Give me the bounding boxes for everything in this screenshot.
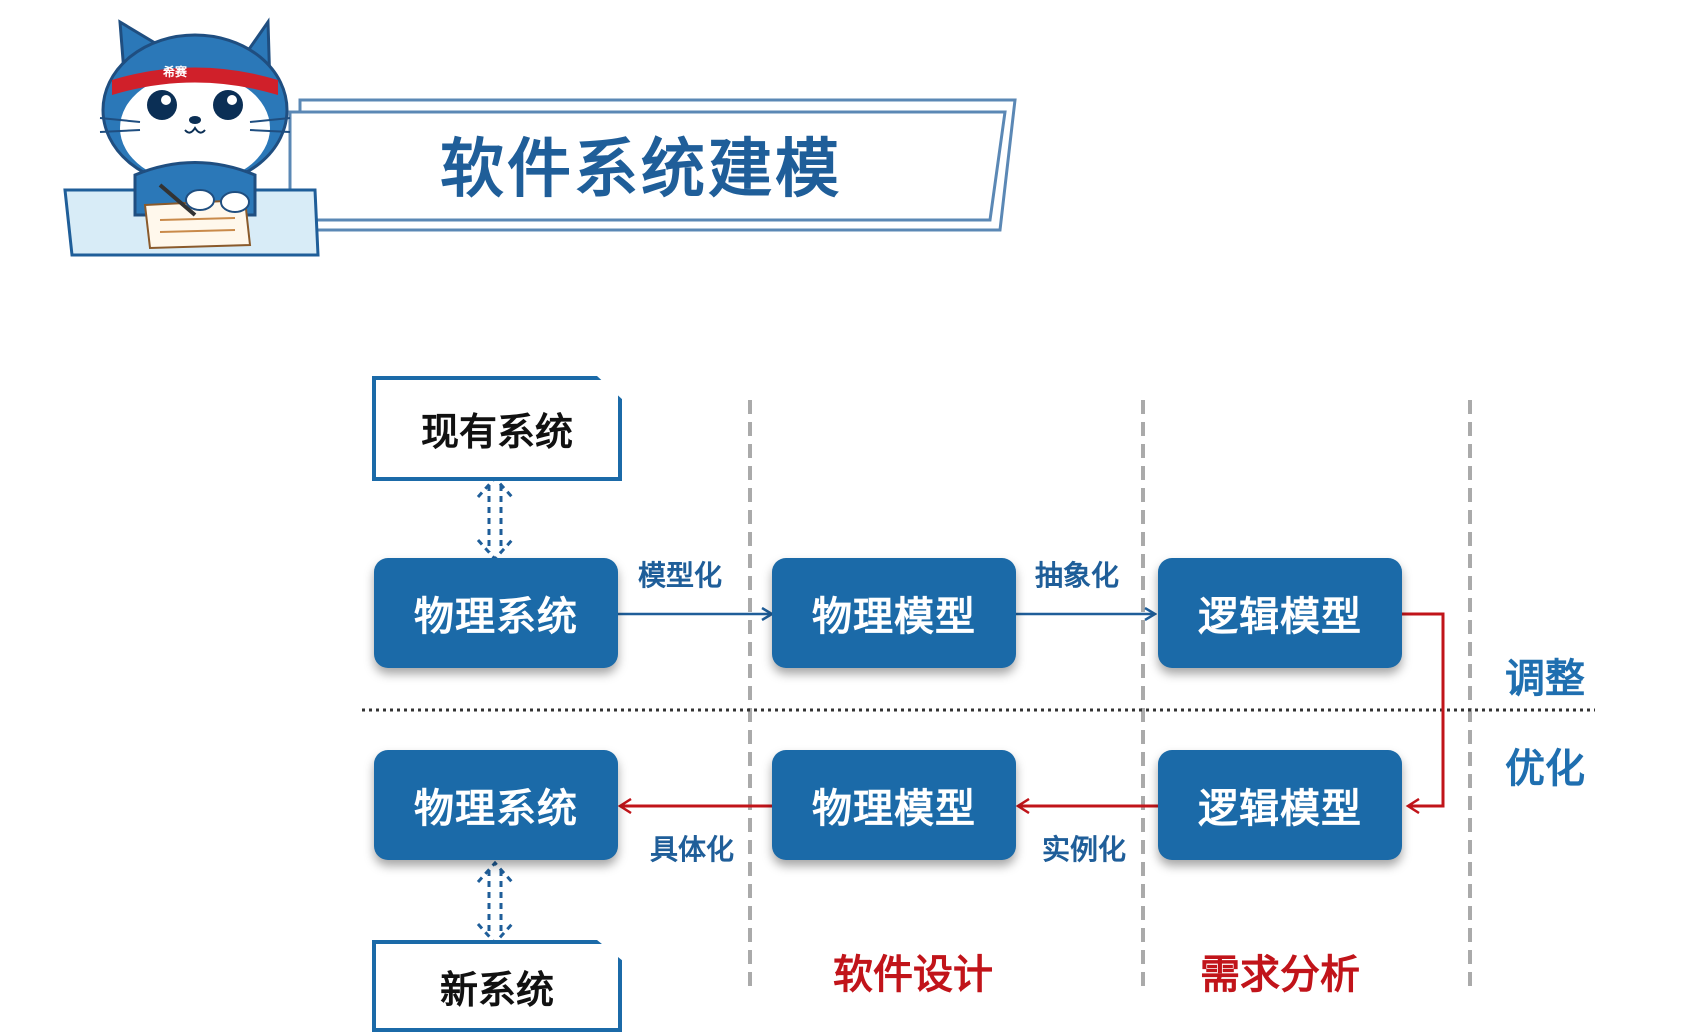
headband-text: 希赛 (163, 65, 188, 79)
edge-label-concretize: 具体化 (650, 833, 735, 866)
page-title: 软件系统建模 (440, 133, 842, 207)
double-arrow-top (476, 475, 514, 562)
existing-system-label: 现有系统 (420, 410, 573, 454)
logical-model-label-top: 逻辑模型 (1198, 594, 1362, 640)
physical-system-label-top: 物理系统 (414, 594, 578, 640)
column-label-requirements-analysis: 需求分析 (1200, 952, 1360, 998)
edge-label-abstract: 抽象化 (1035, 559, 1120, 592)
physical-system-label-bottom: 物理系统 (414, 786, 578, 832)
side-label-optimize: 优化 (1505, 746, 1585, 792)
new-system-box: 新系统 (372, 940, 622, 1032)
column-label-software-design: 软件设计 (833, 952, 993, 998)
arrow-adjust-loop (1402, 612, 1445, 806)
new-system-label: 新系统 (439, 967, 554, 1012)
physical-system-box-bottom: 物理系统 (374, 750, 618, 860)
physical-model-box-top: 物理模型 (772, 558, 1016, 668)
physical-model-label-top: 物理模型 (812, 594, 976, 640)
title-banner: 希赛 软件系统建模 (0, 0, 1040, 270)
edge-label-modelize: 模型化 (638, 559, 723, 592)
mascot-cat-icon (99, 17, 291, 250)
logical-model-box-bottom: 逻辑模型 (1158, 750, 1402, 860)
logical-model-box-top: 逻辑模型 (1158, 558, 1402, 668)
banner-graphic (63, 17, 1017, 257)
logical-model-label-bottom: 逻辑模型 (1198, 786, 1362, 832)
double-arrow-bottom (476, 860, 514, 946)
physical-model-box-bottom: 物理模型 (772, 750, 1016, 860)
side-label-adjust: 调整 (1505, 656, 1585, 702)
existing-system-box: 现有系统 (372, 376, 622, 481)
physical-model-label-bottom: 物理模型 (812, 786, 976, 832)
edge-label-instantiate: 实例化 (1042, 833, 1127, 866)
physical-system-box-top: 物理系统 (374, 558, 618, 668)
